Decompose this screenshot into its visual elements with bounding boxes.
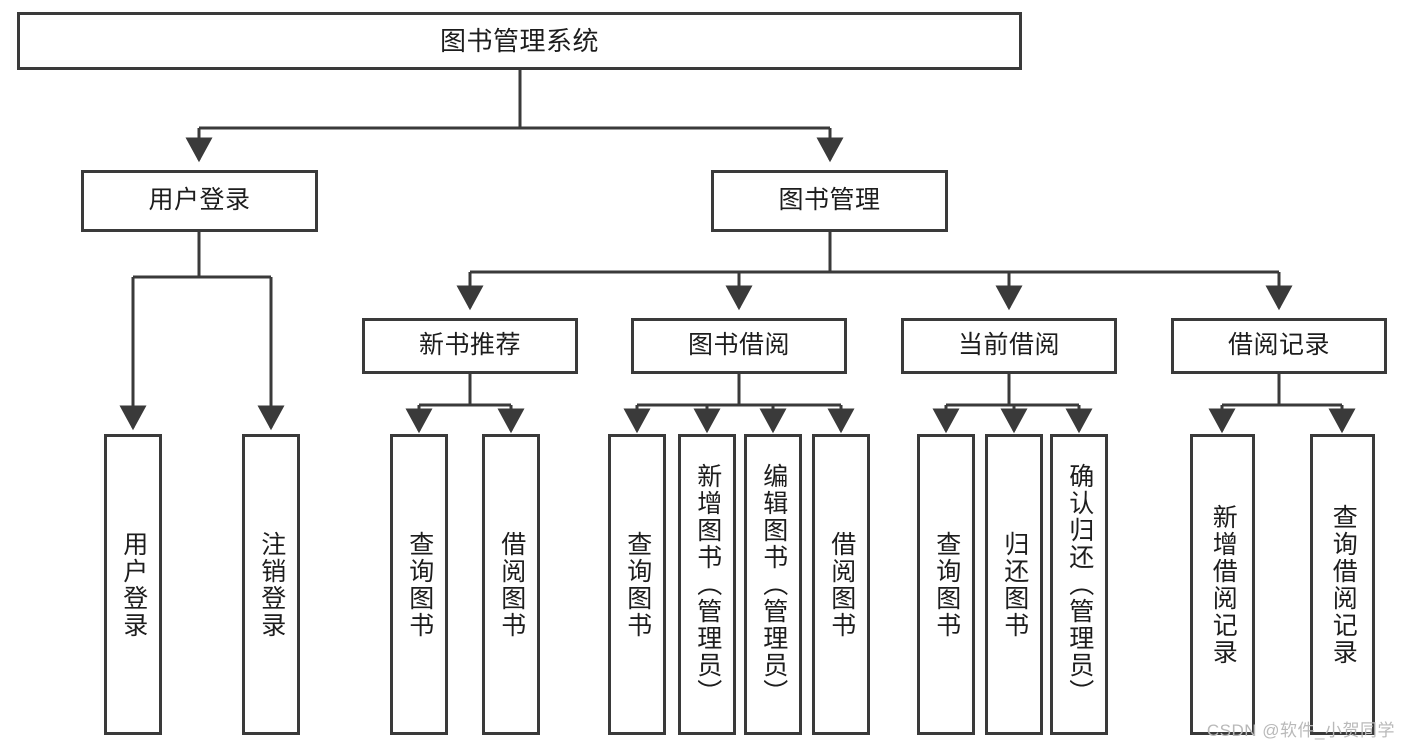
leaf-add-book-admin[interactable]: 新增图书（管理员） — [678, 434, 736, 735]
node-label: 图书管理 — [778, 186, 881, 215]
node-label: 用户登录 — [119, 530, 148, 639]
leaf-return-book[interactable]: 归还图书 — [985, 434, 1043, 735]
node-label: 新增图书（管理员） — [693, 463, 722, 706]
node-user-login[interactable]: 用户登录 — [81, 170, 318, 232]
node-label: 图书管理系统 — [439, 25, 599, 56]
leaf-user-login[interactable]: 用户登录 — [104, 434, 162, 735]
node-label: 借阅图书 — [497, 530, 526, 639]
node-label: 用户登录 — [148, 186, 251, 215]
node-current-borrow[interactable]: 当前借阅 — [901, 318, 1117, 374]
leaf-add-borrow-record[interactable]: 新增借阅记录 — [1190, 434, 1255, 735]
node-label: 编辑图书（管理员） — [759, 463, 788, 706]
leaf-query-book-borrow[interactable]: 查询图书 — [608, 434, 666, 735]
node-label: 新书推荐 — [418, 331, 521, 360]
node-label: 当前借阅 — [957, 331, 1060, 360]
leaf-query-borrow-record[interactable]: 查询借阅记录 — [1310, 434, 1375, 735]
node-new-book-recommend[interactable]: 新书推荐 — [362, 318, 578, 374]
node-label: 查询图书 — [932, 530, 961, 639]
leaf-query-book-current[interactable]: 查询图书 — [917, 434, 975, 735]
leaf-query-book-recommend[interactable]: 查询图书 — [390, 434, 448, 735]
leaf-borrow-book-recommend[interactable]: 借阅图书 — [482, 434, 540, 735]
leaf-confirm-return-admin[interactable]: 确认归还（管理员） — [1050, 434, 1108, 735]
csdn-watermark: CSDN @软件_小贺同学 — [1206, 721, 1395, 740]
node-book-borrow[interactable]: 图书借阅 — [631, 318, 847, 374]
node-label: 查询图书 — [405, 530, 434, 639]
node-label: 新增借阅记录 — [1209, 503, 1238, 666]
node-label: 归还图书 — [1000, 530, 1029, 639]
node-root-system[interactable]: 图书管理系统 — [17, 12, 1022, 70]
leaf-edit-book-admin[interactable]: 编辑图书（管理员） — [744, 434, 802, 735]
node-label: 借阅图书 — [827, 530, 856, 639]
node-borrow-records[interactable]: 借阅记录 — [1171, 318, 1387, 374]
leaf-borrow-book[interactable]: 借阅图书 — [812, 434, 870, 735]
node-label: 确认归还（管理员） — [1065, 463, 1094, 706]
node-label: 图书借阅 — [687, 331, 790, 360]
node-label: 注销登录 — [257, 530, 286, 639]
node-label: 查询图书 — [623, 530, 652, 639]
node-book-management[interactable]: 图书管理 — [711, 170, 948, 232]
node-label: 查询借阅记录 — [1329, 503, 1358, 666]
leaf-logout[interactable]: 注销登录 — [242, 434, 300, 735]
node-label: 借阅记录 — [1227, 331, 1330, 360]
